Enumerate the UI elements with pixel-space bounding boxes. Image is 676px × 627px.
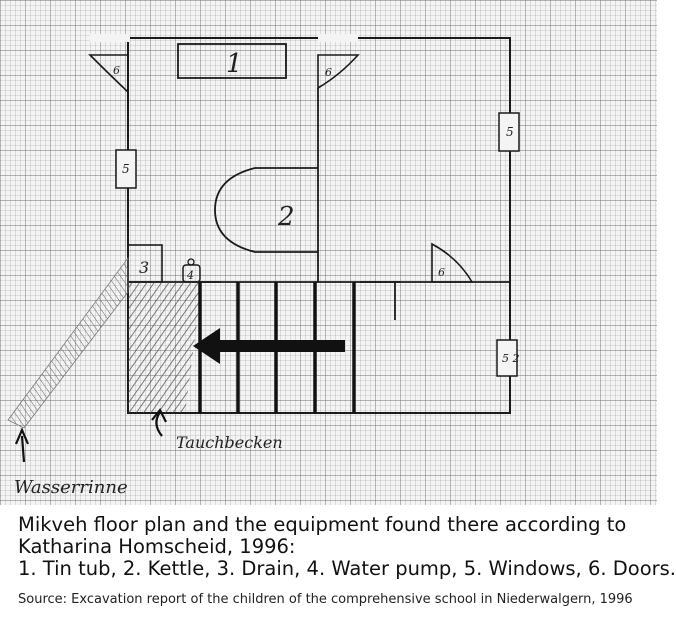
- svg-text:6: 6: [438, 266, 445, 279]
- door-top-middle: 6: [317, 54, 360, 90]
- kettle: 2: [214, 167, 318, 253]
- svg-text:5 2: 5 2: [502, 352, 520, 365]
- svg-text:3: 3: [139, 258, 149, 277]
- door-right: 6: [431, 242, 474, 283]
- svg-text:2: 2: [277, 202, 295, 232]
- window-right-upper: 5: [498, 112, 520, 152]
- caption-line-1: Mikveh floor plan and the equipment foun…: [18, 513, 627, 536]
- immersion-pool-shading: [128, 282, 200, 413]
- svg-text:4: 4: [186, 269, 194, 282]
- immersion-pool-label: Tauchbecken: [176, 433, 283, 452]
- water-channel-label: Wasserrinne: [14, 477, 128, 498]
- window-left: 5: [115, 149, 137, 189]
- annotation-arrows: [14, 407, 167, 463]
- tin-tub: 1: [177, 43, 287, 79]
- floor-plan-drawing: 1 6 6 6 5 5 5 2 2 3 4: [0, 0, 657, 505]
- svg-text:5: 5: [122, 162, 130, 176]
- source-credit: Source: Excavation report of the childre…: [18, 592, 633, 607]
- window-right-lower: 5 2: [496, 339, 520, 377]
- interior-walls: [128, 88, 510, 320]
- svg-text:6: 6: [113, 64, 120, 77]
- svg-text:5: 5: [506, 125, 514, 139]
- water-channel: [7, 256, 129, 429]
- svg-text:6: 6: [325, 66, 332, 79]
- caption-line-3: 1. Tin tub, 2. Kettle, 3. Drain, 4. Wate…: [18, 557, 676, 580]
- svg-text:1: 1: [226, 49, 243, 79]
- door-top-left: 6: [88, 54, 129, 94]
- caption-line-2: Katharina Homscheid, 1996:: [18, 535, 296, 558]
- flow-arrow: [193, 328, 345, 364]
- figure-caption: Mikveh floor plan and the equipment foun…: [18, 513, 676, 580]
